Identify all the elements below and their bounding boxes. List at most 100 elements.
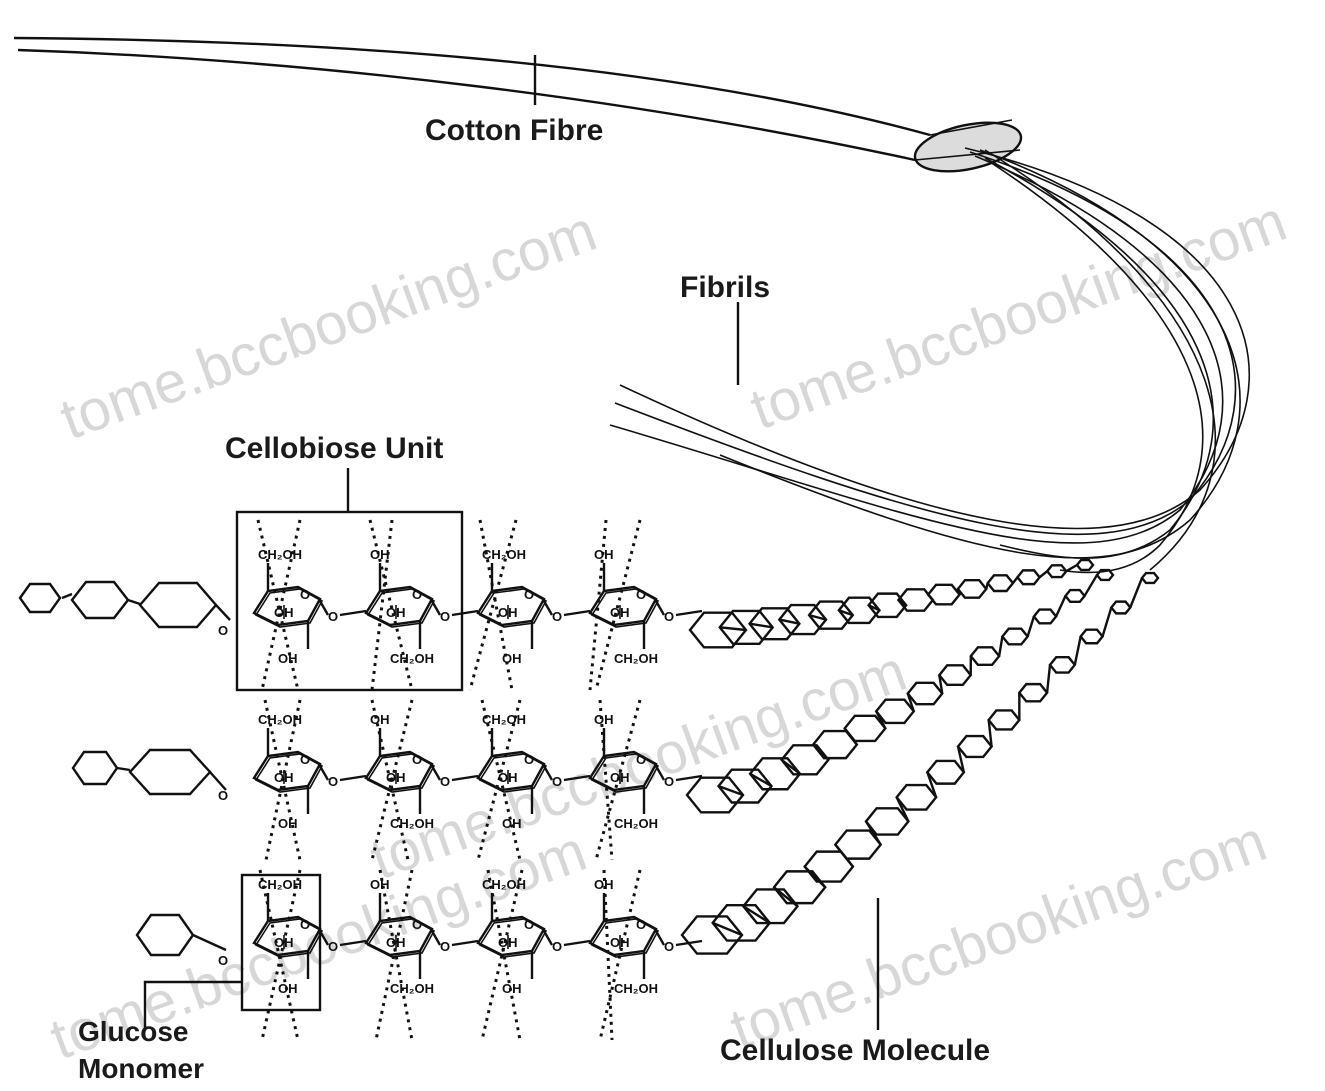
glycosidic-bond [1047,665,1050,693]
glucose-ring [1034,610,1056,624]
glycosidic-oxygen: O [552,939,562,954]
ch2oh-label: CH₂OH [258,547,302,562]
glycosidic-bond [743,906,769,923]
bond [117,768,130,770]
glucose-ring [774,871,825,903]
glycosidic-oxygen: O [328,609,338,624]
glycosidic-bond [813,745,828,760]
ring-oxygen: O [524,917,534,932]
glycosidic-bond [452,941,478,945]
glucose-ring-detailed: OOHCH₂OHOH [478,547,546,666]
oh-label: OH [502,816,522,831]
ring-oxygen: O [412,587,422,602]
glycosidic-oxygen: O [218,623,228,638]
glycosidic-bond [544,931,552,945]
glycosidic-bond [1066,565,1077,571]
ring-oxygen: O [636,917,646,932]
glucose-ring [1081,630,1103,644]
ch2oh-label: CH₂OH [390,816,434,831]
glycosidic-bond [1056,596,1065,617]
glycosidic-bond [1028,616,1034,636]
glucose-ring [1142,573,1158,583]
glycosidic-bond [805,867,826,888]
glycosidic-bond [452,611,478,615]
glycosidic-bond [1040,571,1048,577]
glucose-ring [1019,684,1047,701]
glucose-ring [73,752,117,784]
glucose-ring [140,583,216,627]
glucose-ring [130,750,210,794]
glycosidic-bond [452,776,478,780]
glucose-ring [971,647,999,665]
glucose-ring [939,665,970,684]
bond [193,935,226,950]
glucose-ring [988,575,1013,591]
glucose-ring [958,736,992,757]
watermark-1: tome.bccbooking.com [52,198,604,452]
glycosidic-bond [564,941,590,945]
fibrils-label: Fibrils [680,271,770,304]
glycosidic-bond [1085,575,1097,596]
glucose-ring [1077,560,1093,570]
glycosidic-oxygen: O [552,609,562,624]
glucose-ring [1002,629,1027,645]
ring-oxygen: O [524,752,534,767]
glucose-ring [719,770,772,803]
glucose-ring [1017,570,1039,584]
oh-label: OH [594,712,614,727]
oh-label: OH [370,877,390,892]
glycosidic-oxygen: O [664,774,674,789]
oh-label: OH [370,712,390,727]
glycosidic-bond [845,728,857,744]
oh-label: OH [610,935,630,950]
ring-oxygen: O [412,752,422,767]
glucose-ring [1065,590,1084,602]
glycosidic-bond [1013,577,1018,583]
oh-label: OH [274,605,294,620]
glucose-ring [989,710,1020,729]
glucose-ring [1050,657,1075,672]
glucose-ring-detailed: OOHOHCH₂OH [590,547,658,666]
ring-oxygen: O [300,587,310,602]
glucose-ring [779,605,826,634]
cellobiose-unit-label: Cellobiose Unit [225,432,443,465]
ring-oxygen: O [636,752,646,767]
glycosidic-bond [340,611,366,615]
ring-oxygen: O [300,917,310,932]
glucose-ring [928,585,959,604]
oh-label: OH [278,651,298,666]
glycosidic-oxygen: O [440,774,450,789]
cellulose-molecule-label: Cellulose Molecule [720,1034,990,1067]
glycosidic-bond [750,774,771,786]
ch2oh-label: CH₂OH [390,981,434,996]
glycosidic-bond [986,583,987,589]
cotton-fibre-label: Cotton Fibre [425,114,603,147]
glycosidic-bond [1130,578,1142,607]
cotton-fibre [14,38,1025,180]
glucose-ring-detailed: O OH CH₂OH OH [254,547,322,666]
ch2oh-label: CH₂OH [390,651,434,666]
glycosidic-bond [320,766,328,780]
ch2oh-label: CH₂OH [614,651,658,666]
glycosidic-bond [999,637,1002,657]
glycosidic-bond [720,627,746,630]
glycosidic-oxygen: O [440,939,450,954]
oh-label: OH [610,605,630,620]
glycosidic-bond [676,611,702,615]
glycosidic-bond [432,601,440,615]
oh-label: OH [498,605,518,620]
ch2oh-label: CH₂OH [614,816,658,831]
glycosidic-bond [958,589,960,595]
glycosidic-oxygen: O [664,939,674,954]
glucose-monomer-label-line1: Glucose [78,1016,188,1047]
glycosidic-bond [656,931,664,945]
oh-label: OH [502,651,522,666]
bond [216,605,230,620]
glucose-ring [809,602,853,629]
ring-oxygen: O [300,752,310,767]
glycosidic-oxygen: O [328,939,338,954]
glycosidic-bond [340,776,366,780]
ring-oxygen: O [524,587,534,602]
